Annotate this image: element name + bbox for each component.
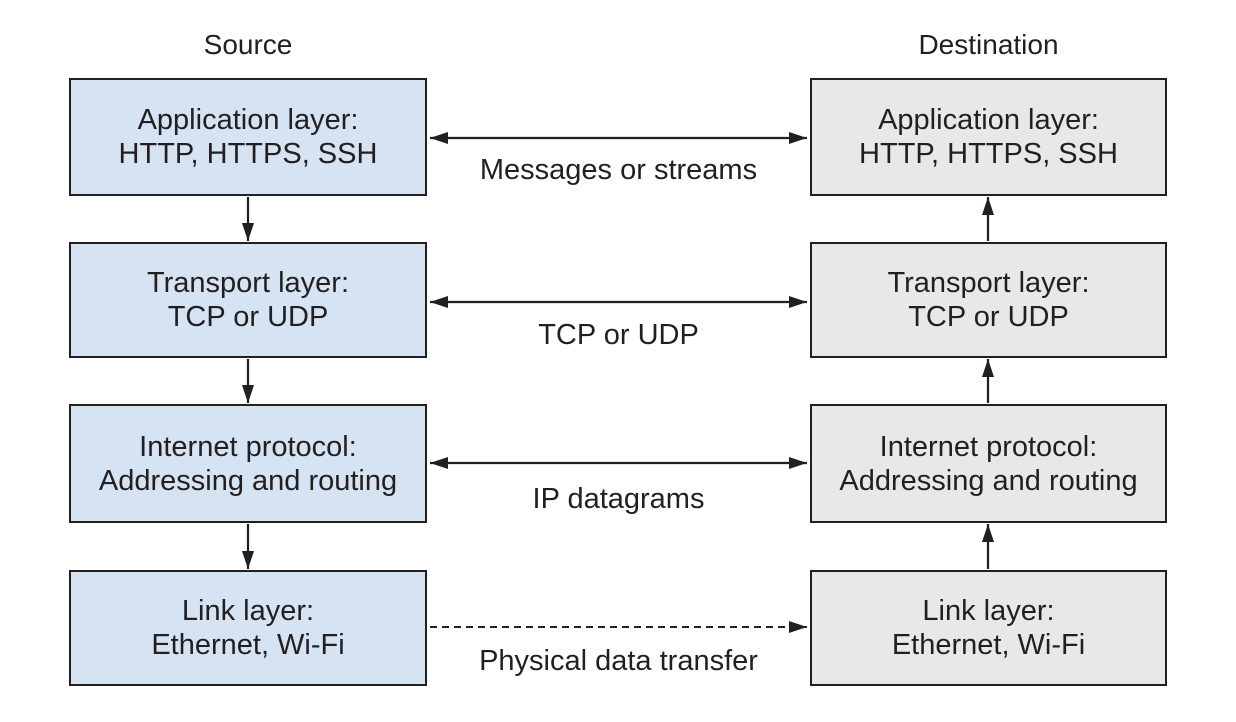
source-application-layer-box: Application layer: HTTP, HTTPS, SSH <box>69 78 427 196</box>
layer-protocols: Addressing and routing <box>98 464 398 497</box>
layer-protocols: Ethernet, Wi-Fi <box>891 629 1086 661</box>
layer-protocols: TCP or UDP <box>908 301 1069 333</box>
destination-link-layer-box: Link layer: Ethernet, Wi-Fi <box>810 570 1167 686</box>
destination-transport-layer-box: Transport layer: TCP or UDP <box>810 242 1167 358</box>
layer-name: Transport layer: <box>147 267 349 299</box>
destination-application-layer-box: Application layer: HTTP, HTTPS, SSH <box>810 78 1167 196</box>
layer-protocols: TCP or UDP <box>167 301 329 333</box>
layer-name: Link layer: <box>181 595 315 627</box>
layer-protocols: Addressing and routing <box>839 464 1138 497</box>
destination-internet-layer-box: Internet protocol: Addressing and routin… <box>810 404 1167 523</box>
layer-name: Application layer: <box>878 104 1099 136</box>
transport-link-label: TCP or UDP <box>538 319 699 351</box>
layer-name: Application layer: <box>137 104 359 136</box>
application-link-label: Messages or streams <box>479 154 758 186</box>
layer-name: Internet protocol: <box>139 430 357 463</box>
destination-column-title: Destination <box>918 29 1059 60</box>
layer-name: Link layer: <box>922 595 1055 627</box>
source-link-layer-box: Link layer: Ethernet, Wi-Fi <box>69 570 427 686</box>
layer-protocols: HTTP, HTTPS, SSH <box>859 138 1118 170</box>
layer-protocols: HTTP, HTTPS, SSH <box>118 138 378 170</box>
source-transport-layer-box: Transport layer: TCP or UDP <box>69 242 427 358</box>
physical-link-label: Physical data transfer <box>479 645 758 677</box>
source-internet-layer-box: Internet protocol: Addressing and routin… <box>69 404 427 523</box>
internet-link-label: IP datagrams <box>532 483 705 515</box>
layer-name: Internet protocol: <box>879 430 1098 463</box>
source-column-title: Source <box>203 29 293 60</box>
layer-protocols: Ethernet, Wi-Fi <box>151 629 345 661</box>
layer-name: Transport layer: <box>887 267 1090 299</box>
